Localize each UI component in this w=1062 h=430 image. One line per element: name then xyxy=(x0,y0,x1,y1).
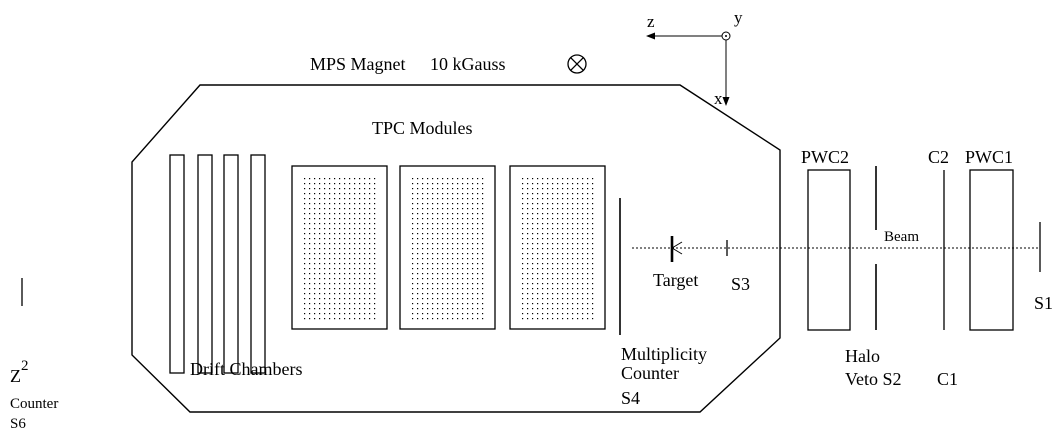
mps-magnet-outline xyxy=(131,84,781,413)
tpc-modules xyxy=(291,165,606,330)
tpc-module-2 xyxy=(399,165,496,330)
tpc-module-3 xyxy=(509,165,606,330)
pwc2-label: PWC2 xyxy=(801,147,849,167)
s6-label: S6 xyxy=(10,416,26,430)
target-label: Target xyxy=(653,270,698,290)
halo-veto-label-2: Veto S2 xyxy=(845,369,902,389)
z-axis-label: z xyxy=(647,12,655,31)
drift-chambers-label: Drift Chambers xyxy=(190,359,302,379)
c2-label: C2 xyxy=(928,147,949,167)
tpc-module-1 xyxy=(291,165,388,330)
c1-label: C1 xyxy=(937,369,958,389)
beam-arrow-icon xyxy=(671,241,683,255)
field-into-page-icon xyxy=(567,54,587,74)
pwc1-label: PWC1 xyxy=(965,147,1013,167)
pwc2 xyxy=(807,169,851,331)
s3-label: S3 xyxy=(731,274,750,294)
multiplicity-label-3: S4 xyxy=(621,388,640,408)
y-axis-label: y xyxy=(734,8,743,27)
x-axis-label: x xyxy=(714,89,723,108)
coordinate-axes xyxy=(646,31,731,106)
drift-chambers xyxy=(169,154,266,374)
z2-z: Z xyxy=(10,366,21,386)
magnet-field-label: 10 kGauss xyxy=(430,54,506,74)
tpc-modules-label: TPC Modules xyxy=(372,118,473,138)
halo-veto-label-1: Halo xyxy=(845,346,880,366)
multiplicity-label-1: Multiplicity xyxy=(621,344,707,364)
magnet-label: MPS Magnet xyxy=(310,54,406,74)
s1-label: S1 xyxy=(1034,293,1053,313)
beam-label: Beam xyxy=(884,229,919,245)
tpc1-pad-dots xyxy=(304,178,376,320)
tpc3-pad-dots xyxy=(522,178,594,320)
multiplicity-label-2: Counter xyxy=(621,363,679,383)
tpc2-pad-dots xyxy=(412,178,484,320)
z2-exponent: 2 xyxy=(21,358,29,374)
pwc1 xyxy=(969,169,1014,331)
z2-counter-label: Counter xyxy=(10,396,58,412)
z2-label-z: Z2 xyxy=(10,358,29,386)
